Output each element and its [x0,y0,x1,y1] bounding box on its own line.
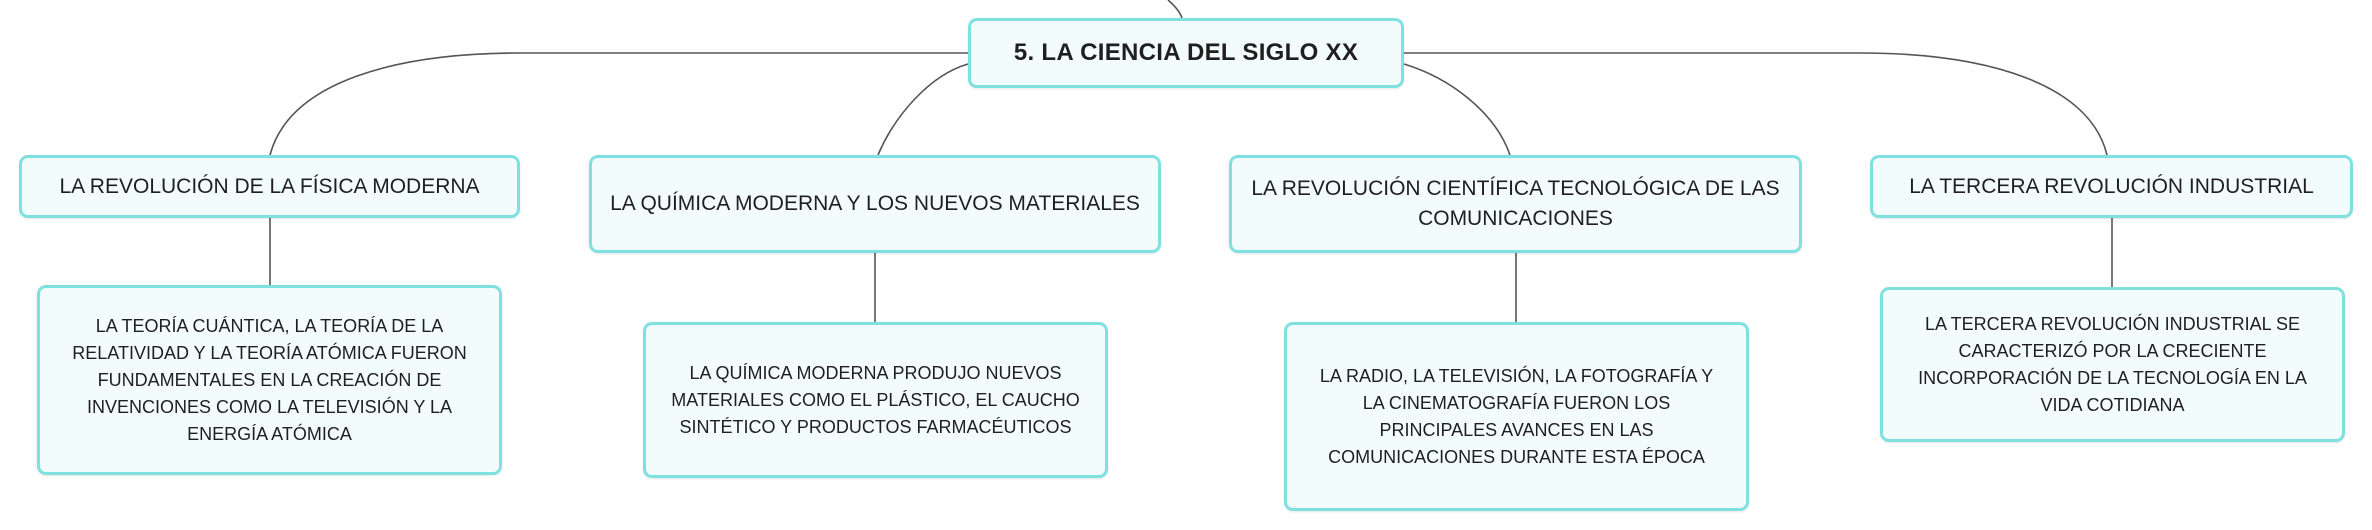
central-topic-label: 5. LA CIENCIA DEL SIGLO XX [1013,39,1359,66]
connector-root-branch-4 [1404,52,2108,156]
detail-text: LA RADIO, LA TELEVISIÓN, LA FOTOGRAFÍA Y… [1319,365,1714,467]
connector-root-branch-2 [877,63,969,156]
branch-label: LA REVOLUCIÓN CIENTÍFICA TECNOLÓGICA DE … [1251,177,1780,230]
branch-revolucion-comunicaciones[interactable]: LA REVOLUCIÓN CIENTÍFICA TECNOLÓGICA DE … [1229,155,1802,253]
branch-tercera-revolucion-industrial[interactable]: LA TERCERA REVOLUCIÓN INDUSTRIAL [1870,155,2353,218]
detail-text: LA TERCERA REVOLUCIÓN INDUSTRIAL SE CARA… [1918,313,2307,415]
detail-text: LA TEORÍA CUÁNTICA, LA TEORÍA DE LA RELA… [72,315,467,444]
branch-label: LA QUÍMICA MODERNA Y LOS NUEVOS MATERIAL… [610,192,1140,215]
detail-fisica-moderna[interactable]: LA TEORÍA CUÁNTICA, LA TEORÍA DE LA RELA… [37,285,502,475]
branch-label: LA TERCERA REVOLUCIÓN INDUSTRIAL [1909,174,2314,198]
central-topic[interactable]: 5. LA CIENCIA DEL SIGLO XX [968,18,1404,88]
detail-revolucion-comunicaciones[interactable]: LA RADIO, LA TELEVISIÓN, LA FOTOGRAFÍA Y… [1284,322,1749,511]
detail-tercera-revolucion-industrial[interactable]: LA TERCERA REVOLUCIÓN INDUSTRIAL SE CARA… [1880,287,2345,442]
detail-text: LA QUÍMICA MODERNA PRODUJO NUEVOS MATERI… [671,362,1080,437]
branch-fisica-moderna[interactable]: LA REVOLUCIÓN DE LA FÍSICA MODERNA [19,155,520,218]
connector-parent [1167,0,1183,19]
connector-root-branch-3 [1403,63,1511,156]
detail-quimica-moderna[interactable]: LA QUÍMICA MODERNA PRODUJO NUEVOS MATERI… [643,322,1108,478]
branch-label: LA REVOLUCIÓN DE LA FÍSICA MODERNA [59,174,480,198]
connector-root-branch-1 [269,52,968,156]
branch-quimica-moderna[interactable]: LA QUÍMICA MODERNA Y LOS NUEVOS MATERIAL… [589,155,1161,253]
